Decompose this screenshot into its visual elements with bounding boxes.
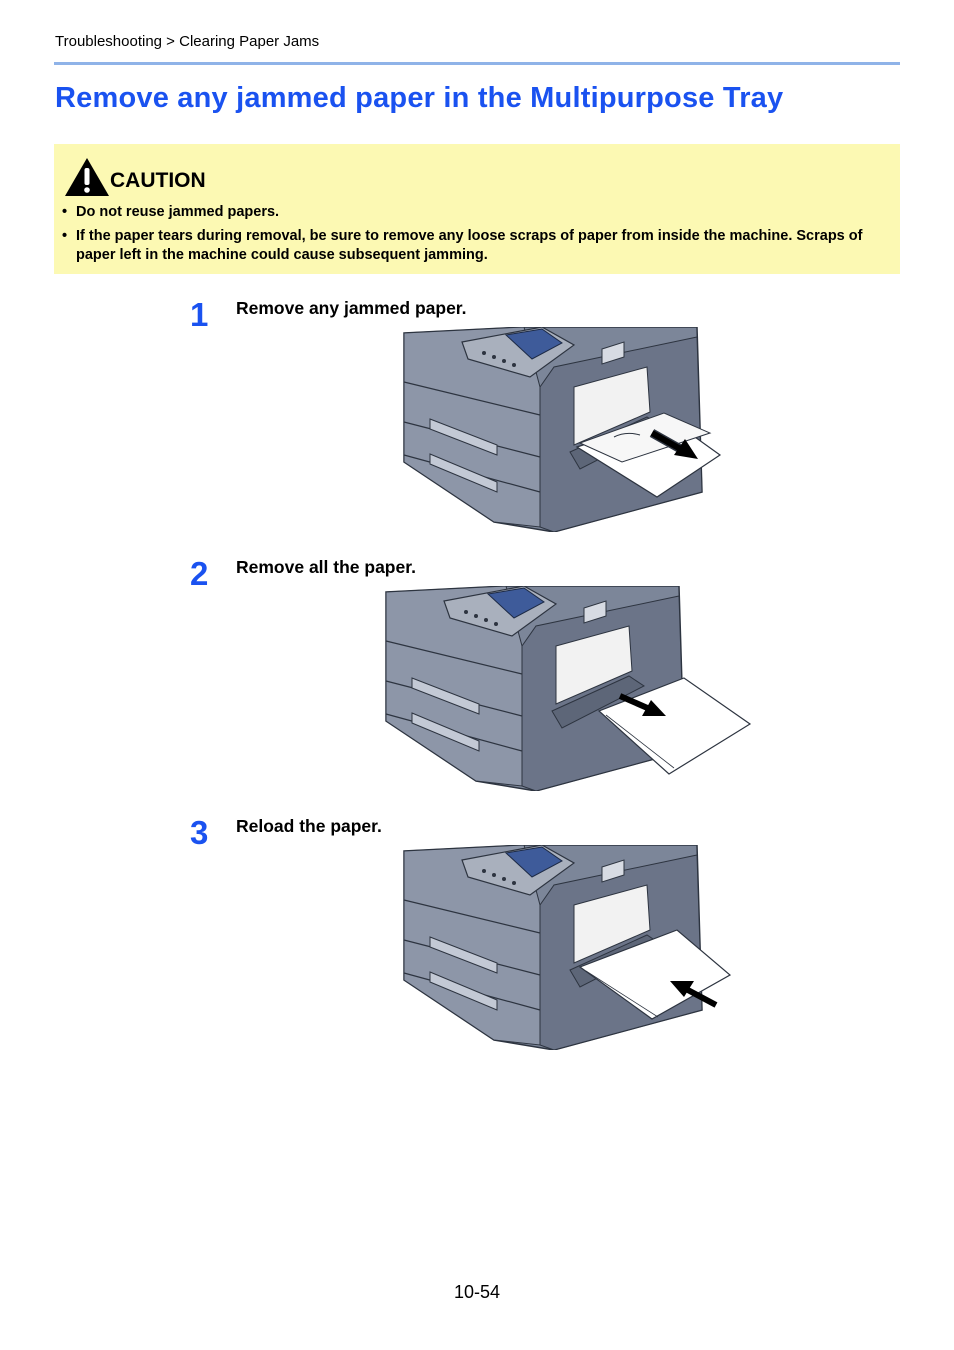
- step-2-text: Remove all the paper.: [236, 557, 416, 577]
- step-2-number: 2: [190, 555, 209, 592]
- step-3-text: Reload the paper.: [236, 816, 382, 836]
- step-3-number: 3: [190, 814, 209, 851]
- step-1-number: 1: [190, 296, 209, 333]
- page-title: Remove any jammed paper in the Multipurp…: [55, 82, 784, 114]
- caution-box: CAUTION Do not reuse jammed papers. If t…: [54, 144, 900, 274]
- pull-arrow-icon: [649, 429, 698, 459]
- printer-figure-remove-jammed-paper: [403, 327, 722, 532]
- pull-arrow-icon: [618, 693, 666, 716]
- page-number: 10-54: [453, 1282, 501, 1302]
- caution-item: If the paper tears during removal, be su…: [62, 227, 892, 265]
- warning-icon: [65, 158, 109, 196]
- step-1-text: Remove any jammed paper.: [236, 298, 467, 318]
- header-rule: [54, 62, 900, 65]
- caution-item: Do not reuse jammed papers.: [62, 203, 892, 222]
- insert-arrow-icon: [670, 981, 718, 1008]
- caution-label: CAUTION: [110, 169, 206, 192]
- printer-figure-reload-paper: [403, 845, 732, 1050]
- printer-figure-remove-all-paper: [385, 586, 752, 791]
- breadcrumb: Troubleshooting > Clearing Paper Jams: [55, 33, 320, 50]
- caution-list: Do not reuse jammed papers. If the paper…: [62, 203, 892, 270]
